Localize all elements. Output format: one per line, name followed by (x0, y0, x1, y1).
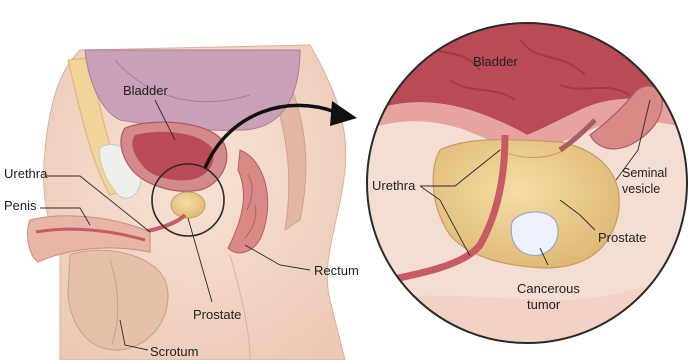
left-sagittal-view (28, 45, 346, 360)
label-cancerous-tumor-1: Cancerous (517, 281, 580, 296)
label-prostate-left: Prostate (193, 307, 241, 322)
label-bladder-left: Bladder (123, 83, 168, 98)
label-penis: Penis (4, 198, 37, 213)
zoom-arrowhead (330, 101, 357, 126)
label-scrotum: Scrotum (150, 344, 198, 359)
label-cancerous-tumor-2: tumor (527, 297, 561, 312)
label-prostate-right: Prostate (598, 230, 646, 245)
prostate-small (171, 192, 205, 218)
label-urethra-right: Urethra (372, 178, 416, 193)
label-rectum: Rectum (314, 263, 359, 278)
label-seminal-vesicle-1: Seminal (622, 166, 667, 180)
label-seminal-vesicle-2: vesicle (622, 182, 660, 196)
label-bladder-right: Bladder (473, 54, 518, 69)
label-urethra-left: Urethra (4, 166, 48, 181)
zoom-tumor (511, 212, 558, 255)
